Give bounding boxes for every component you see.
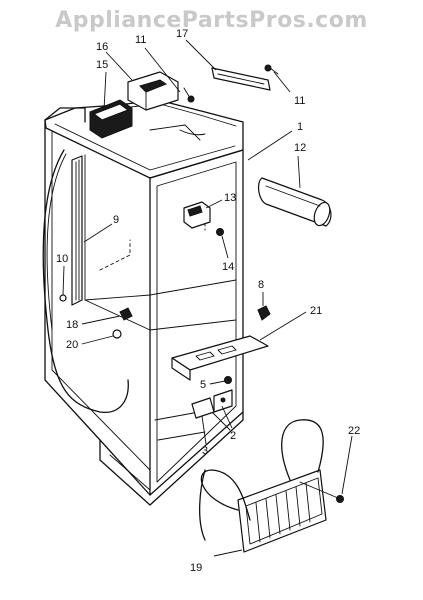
- callout-22: 22: [348, 425, 361, 437]
- callout-3: 3: [202, 445, 209, 457]
- plate-part-2: [213, 389, 233, 413]
- drawer-frame-part-19: [199, 419, 344, 553]
- callout-1: 1: [297, 121, 304, 133]
- cap-part-20: [112, 329, 122, 339]
- callout-8: 8: [258, 279, 265, 291]
- cabinet-liner: [42, 99, 244, 506]
- callout-11-right: 11: [294, 95, 306, 107]
- fastener-part-5: [224, 376, 232, 384]
- callout-13: 13: [224, 192, 237, 204]
- callout-5: 5: [200, 379, 207, 391]
- bracket-part-13: [183, 201, 211, 229]
- control-housing-part-15: [89, 99, 133, 139]
- bracket-part-16: [127, 71, 179, 111]
- callout-10: 10: [56, 253, 69, 265]
- shelf-bracket-part-21: [171, 335, 269, 381]
- watermark-text: AppliancePartsPros.com: [55, 8, 368, 33]
- callout-20: 20: [66, 339, 79, 351]
- grommet-part-10: [59, 294, 67, 302]
- callout-12: 12: [294, 142, 307, 154]
- callout-16: 16: [96, 41, 109, 53]
- callout-21: 21: [310, 305, 323, 317]
- rail-part-17: [211, 67, 271, 91]
- leader-lines: [62, 39, 353, 557]
- callout-9: 9: [113, 214, 120, 226]
- wall-channel-part-9: [71, 155, 83, 306]
- callout-14: 14: [222, 261, 235, 273]
- screw-part-11-left: [183, 87, 195, 103]
- screw-part-11-right: [264, 64, 279, 75]
- duct-part-12: [257, 177, 332, 227]
- callout-2: 2: [230, 430, 237, 442]
- clip-part-18: [119, 307, 133, 321]
- callout-15: 15: [96, 59, 109, 71]
- plate-part-3: [191, 397, 215, 419]
- callout-11-left: 11: [135, 34, 147, 46]
- callout-17: 17: [176, 28, 189, 40]
- callout-19: 19: [190, 562, 203, 574]
- screw-part-14: [216, 228, 224, 236]
- clip-part-8: [257, 305, 271, 321]
- callout-18: 18: [66, 319, 79, 331]
